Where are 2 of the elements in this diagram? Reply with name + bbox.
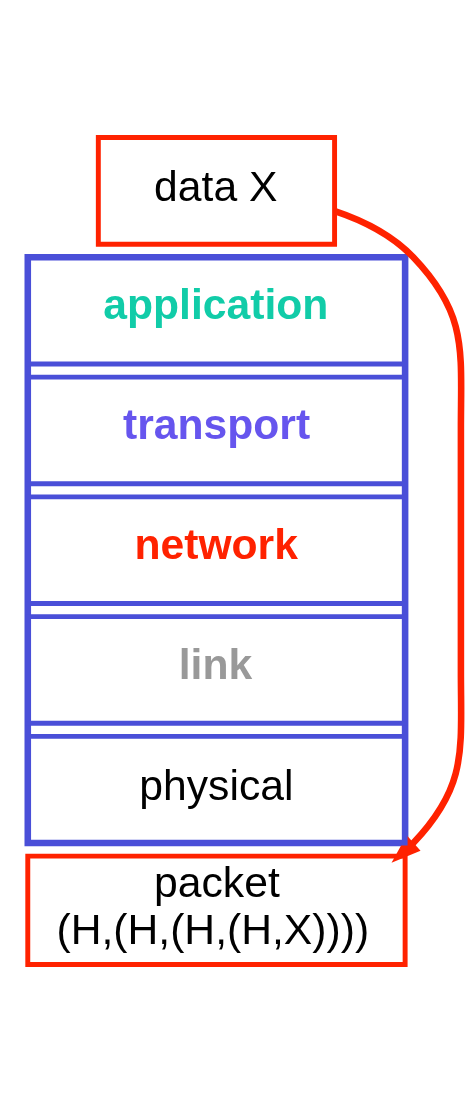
node-box: data X — [95, 135, 338, 247]
node-box: packet (H,(H,(H,(H,X)))) — [25, 853, 408, 967]
